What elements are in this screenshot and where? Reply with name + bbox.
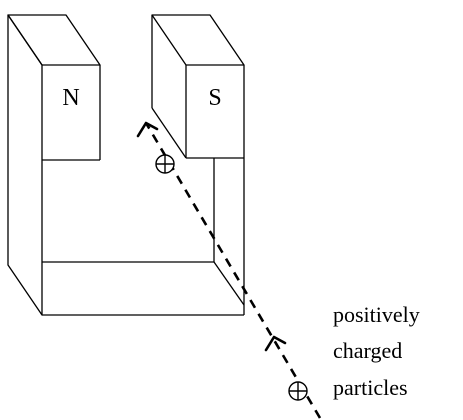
particle-lower <box>288 381 308 401</box>
particles-caption: positively charged particles <box>333 302 420 400</box>
magnet-left-arm-top <box>7 14 101 66</box>
north-pole-label: N <box>62 85 79 111</box>
upper-arrowhead <box>136 121 159 138</box>
caption-line-3: particles <box>333 375 408 400</box>
lower-arrowhead <box>264 335 287 352</box>
south-pole-label: S <box>208 85 221 111</box>
horseshoe-magnet <box>7 14 245 316</box>
caption-line-2: charged <box>333 338 402 363</box>
caption-line-1: positively <box>333 302 420 327</box>
magnet-left-side-face <box>7 14 43 316</box>
magnet-right-arm-top <box>151 14 245 66</box>
particle-upper <box>155 154 175 174</box>
